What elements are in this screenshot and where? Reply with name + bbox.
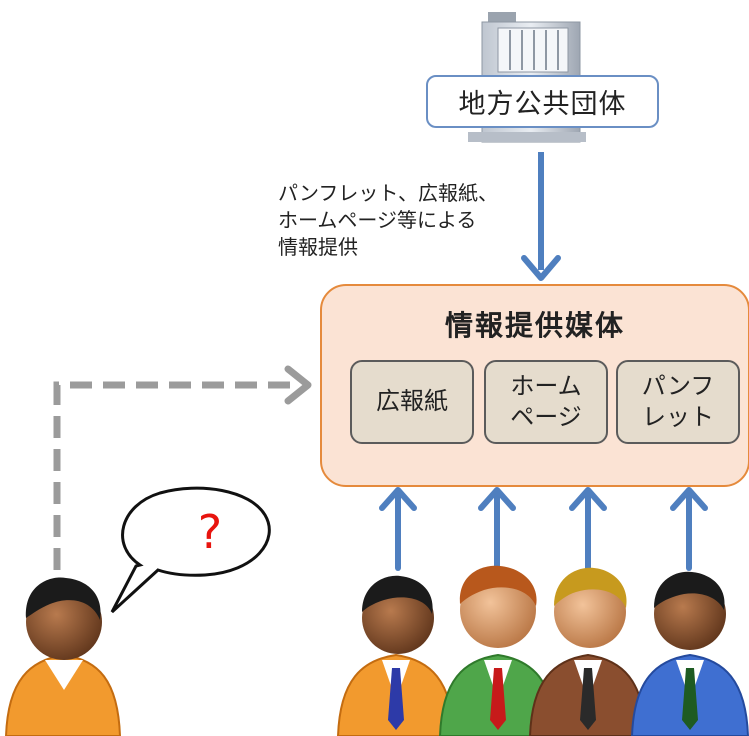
- user-icon-group-4: [630, 571, 749, 736]
- arrow-up-2: [478, 487, 516, 571]
- medium-homepage: ホーム ページ: [484, 360, 608, 444]
- dashed-arrow-person-to-media: [53, 365, 312, 570]
- speech-bubble-icon: [110, 486, 271, 614]
- user-icon-group-2: [438, 565, 558, 736]
- user-icon-group-3: [528, 567, 648, 736]
- provision-caption: パンフレット、広報紙、 ホームページ等による 情報提供: [278, 181, 498, 259]
- medium-newsletter: 広報紙: [350, 360, 474, 444]
- user-icon-group-1: [336, 575, 456, 736]
- medium-pamphlet: パンフ レット: [616, 360, 740, 444]
- arrow-gov-to-media: [521, 152, 561, 281]
- question-mark: ?: [197, 505, 223, 559]
- government-label: 地方公共団体: [458, 89, 627, 120]
- arrow-up-1: [379, 487, 417, 571]
- arrow-up-4: [670, 487, 708, 571]
- user-icon: [4, 577, 122, 736]
- arrows-group-to-media: [379, 487, 708, 571]
- media-title: 情報提供媒体: [444, 309, 625, 342]
- arrow-up-3: [569, 487, 607, 571]
- user-group-icon: [336, 565, 749, 736]
- government-node: 地方公共団体: [426, 75, 659, 128]
- media-node: 情報提供媒体 広報紙 ホーム ページ パンフ レット: [320, 284, 749, 487]
